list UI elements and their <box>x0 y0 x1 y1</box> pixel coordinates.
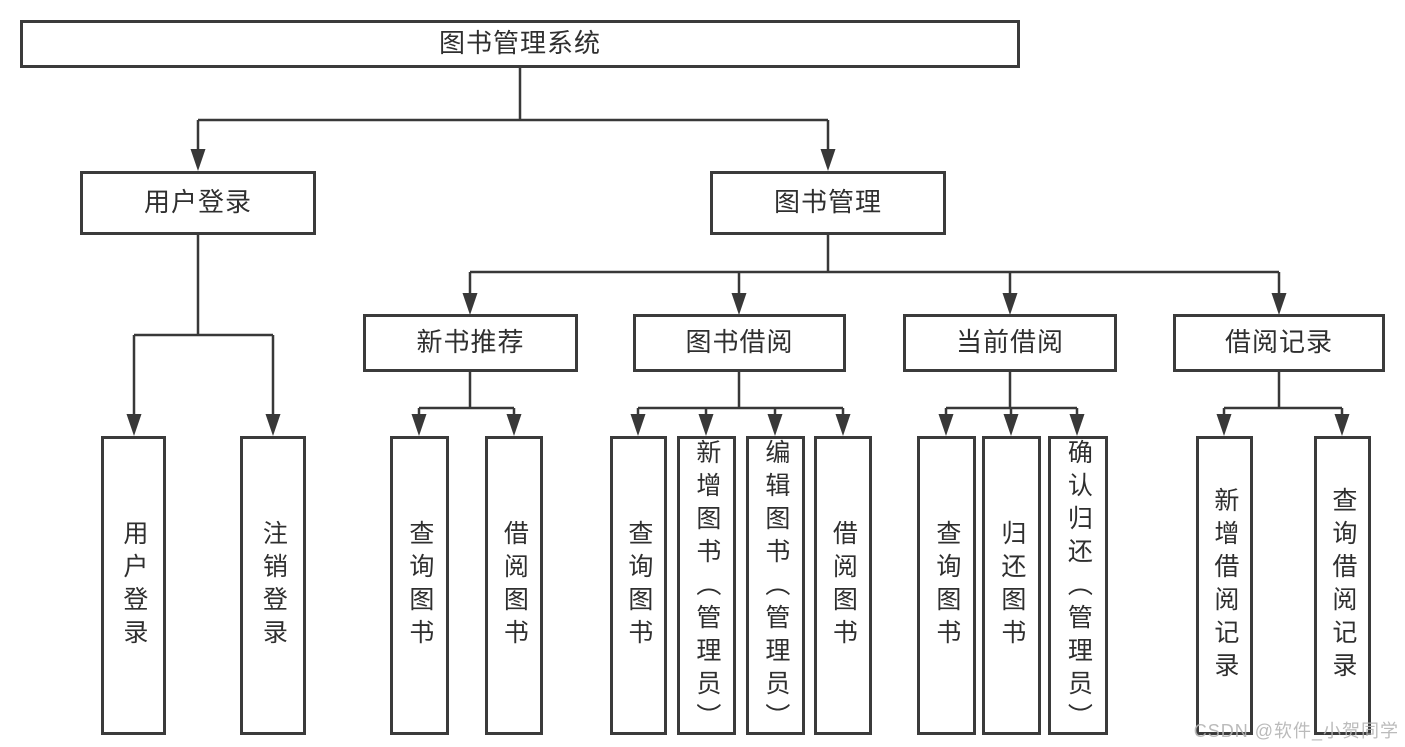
connector-current-borrowing-children <box>944 372 1079 415</box>
csdn-watermark: CSDN @软件_小贺同学 <box>1193 721 1399 741</box>
connector-borrowing-records-children <box>1222 372 1344 415</box>
arrow-icon <box>731 293 747 315</box>
node-leaf-br-add-record: 新增借阅记录 <box>1196 436 1253 735</box>
node-leaf-nbr-borrow-books: 借阅图书 <box>485 436 543 735</box>
arrow-icon <box>820 149 836 171</box>
node-leaf-cb-confirm-return: 确认归还（管理员） <box>1048 436 1108 736</box>
arrow-icon <box>698 414 714 436</box>
arrow-icon <box>938 414 954 436</box>
node-leaf-cb-query-books: 查询图书 <box>917 436 976 735</box>
arrow-icon <box>630 414 646 436</box>
node-leaf-bb-query-books: 查询图书 <box>610 436 667 735</box>
arrow-icon <box>462 293 478 315</box>
node-leaf-user-login: 用户登录 <box>101 436 166 735</box>
arrow-icon <box>190 149 206 171</box>
node-leaf-nbr-query-books: 查询图书 <box>390 436 449 735</box>
arrow-icon <box>767 414 783 436</box>
node-borrowing-records: 借阅记录 <box>1173 314 1385 372</box>
connector-root-to-level2 <box>196 68 830 150</box>
arrow-icon <box>411 414 427 436</box>
connector-book-borrowing-children <box>636 372 845 415</box>
node-leaf-logout-login: 注销登录 <box>240 436 306 735</box>
node-new-book-recommend: 新书推荐 <box>363 314 578 372</box>
arrow-icon <box>1003 414 1019 436</box>
node-current-borrowing: 当前借阅 <box>903 314 1117 372</box>
node-leaf-bb-edit-books: 编辑图书（管理员） <box>746 436 805 736</box>
arrow-icon <box>1271 293 1287 315</box>
node-leaf-bb-borrow-books: 借阅图书 <box>814 436 872 735</box>
node-leaf-br-query-record: 查询借阅记录 <box>1314 436 1371 735</box>
node-leaf-bb-add-books: 新增图书（管理员） <box>677 436 736 736</box>
connector-user-login-children <box>132 235 275 415</box>
arrow-icon <box>1216 414 1232 436</box>
arrow-icon <box>506 414 522 436</box>
arrow-icon <box>835 414 851 436</box>
connector-book-management-children <box>468 235 1281 294</box>
node-book-management: 图书管理 <box>710 171 946 235</box>
arrow-icon <box>1334 414 1350 436</box>
arrow-icon <box>1002 293 1018 315</box>
node-book-borrowing: 图书借阅 <box>633 314 846 372</box>
arrow-icon <box>1069 414 1085 436</box>
connector-new-book-recommend-children <box>417 372 516 415</box>
arrow-icon <box>126 414 142 436</box>
arrow-icon <box>265 414 281 436</box>
arrowheads <box>126 149 1350 436</box>
node-leaf-cb-return-books: 归还图书 <box>982 436 1041 735</box>
node-root-system: 图书管理系统 <box>20 20 1020 68</box>
node-user-login: 用户登录 <box>80 171 316 235</box>
